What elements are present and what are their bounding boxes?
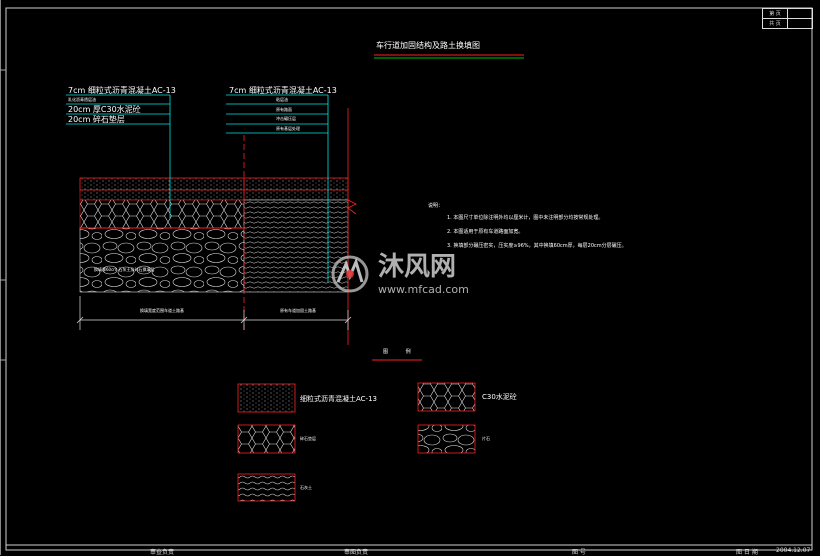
- callout-left-1: 7cm 细粒式沥青混凝土AC-13: [68, 86, 176, 95]
- fill-layer-label: 换填厚60cm 石灰土及碎石换填层: [94, 267, 155, 272]
- legend-label-lime: 石灰土: [300, 485, 312, 490]
- dimension-left-label: 换填宽度范围车道土路基: [140, 308, 184, 313]
- watermark-url: www.mfcad.com: [378, 283, 469, 296]
- drawing-title: 车行道加固结构及路土换填图: [376, 41, 480, 50]
- legend-swatch-lime: [237, 473, 296, 502]
- legend-label-stone: 片石: [482, 436, 490, 441]
- callout-right-1: 7cm 细粒式沥青混凝土AC-13: [229, 86, 337, 95]
- bottom-review: 审查负责: [150, 549, 175, 556]
- callout-right-5: 原有基层处理: [276, 126, 300, 131]
- note-2: 2. 本图适用于原有车道路面加宽。: [447, 229, 524, 235]
- title-underline: [374, 54, 524, 59]
- titleblock-total-blank: [787, 18, 813, 29]
- right-subgrade: [243, 199, 349, 293]
- right-break-line: [347, 199, 357, 215]
- legend-swatch-gravel: [237, 424, 296, 454]
- watermark-brand: 沐风网: [378, 252, 457, 282]
- notes-heading: 说明：: [428, 203, 444, 209]
- watermark: 沐风网 www.mfcad.com: [326, 252, 496, 298]
- legend-swatch-concrete: [417, 382, 476, 412]
- note-3: 3. 换填部分碾压密实，压实度≥96%，其中换填60cm厚，每层20cm分层碾压…: [447, 243, 627, 249]
- callout-left-2: 乳化沥青透层油: [68, 97, 96, 102]
- watermark-logo-icon: [331, 255, 369, 293]
- callout-left-3: 20cm 厚C30水泥砼: [68, 105, 141, 114]
- legend-swatch-asphalt: [237, 383, 296, 413]
- bottom-date-value: 2004.12.07: [776, 547, 811, 554]
- legend-label-gravel: 碎石垫层: [300, 436, 316, 441]
- legend-label-concrete: C30水泥砼: [482, 393, 517, 401]
- note-1: 1. 本图尺寸单位除注明外均以厘米计，图中未注明部分均按常规处理。: [447, 215, 604, 221]
- callout-right-2: 粘层油: [276, 97, 288, 102]
- bottom-drawing-review: 审图负责: [344, 549, 369, 556]
- left-fill-layer: [79, 227, 245, 293]
- callout-right-4: 冲击碾压层: [276, 116, 296, 121]
- callout-left-4: 20cm 碎石垫层: [68, 115, 125, 124]
- legend-heading: 图 例: [383, 349, 411, 355]
- dimension-right-label: 原有车道加固土路基: [280, 308, 316, 313]
- bottom-date-label: 图 日 期: [736, 549, 758, 556]
- legend-underline: [372, 359, 422, 361]
- callout-right-3: 原有路面: [276, 107, 292, 112]
- bottom-drawing-number: 图 号: [572, 549, 586, 556]
- legend-label-asphalt: 细粒式沥青混凝土AC-13: [300, 395, 377, 403]
- legend-swatch-stone: [417, 424, 476, 454]
